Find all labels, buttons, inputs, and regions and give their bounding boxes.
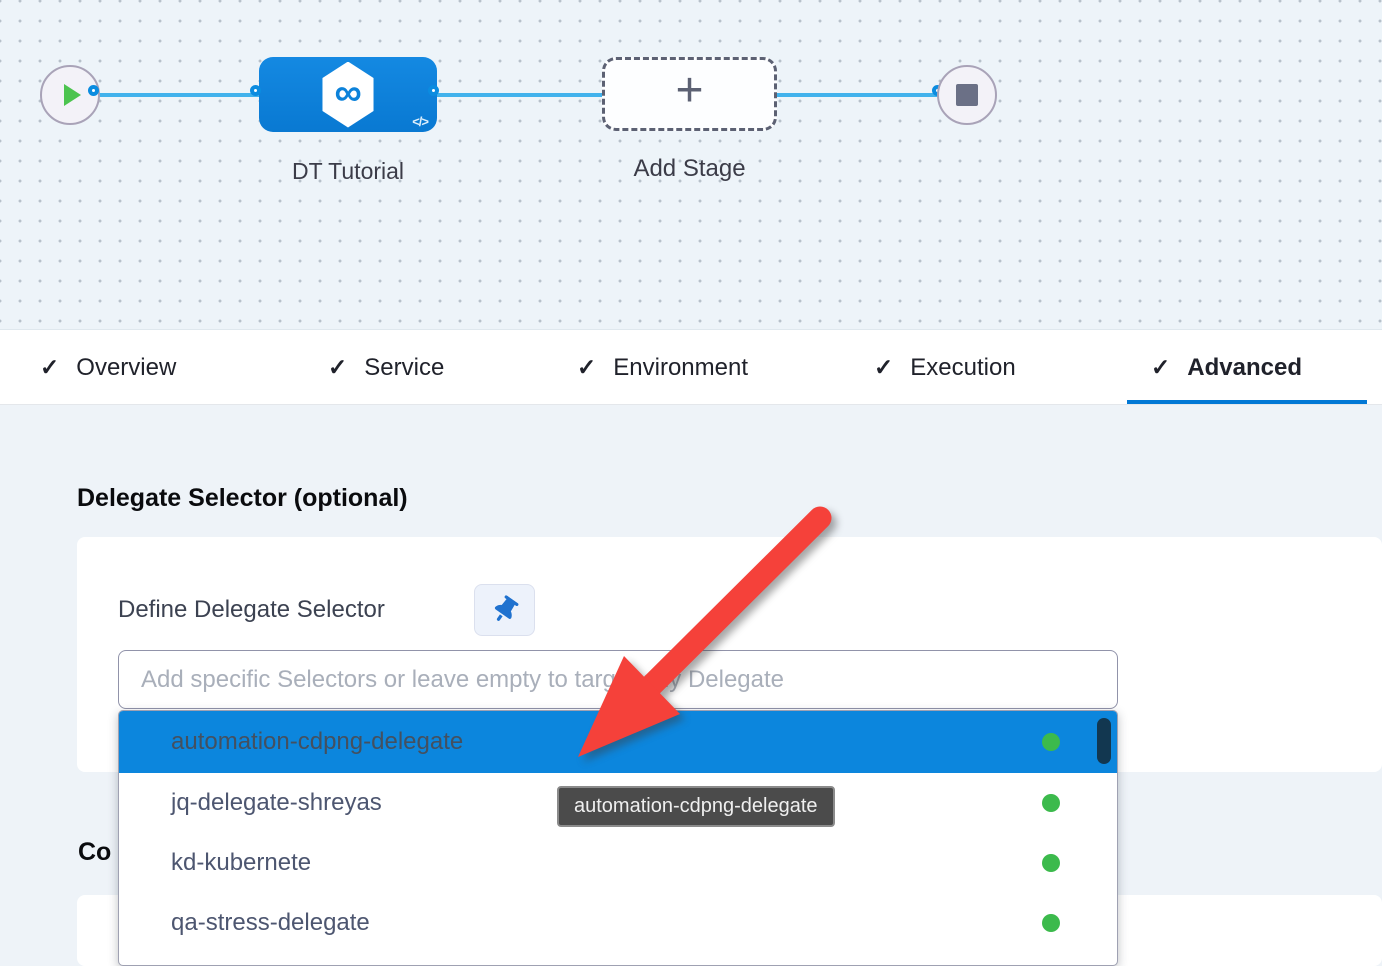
flow-line: [777, 93, 941, 97]
stage-label: DT Tutorial: [291, 158, 405, 184]
delegate-selector-heading: Delegate Selector (optional): [77, 484, 408, 512]
pin-button[interactable]: [474, 584, 535, 636]
flow-line: [97, 93, 260, 97]
tab-label: Service: [364, 353, 445, 381]
plus-icon: +: [675, 64, 704, 117]
tab-environment[interactable]: ✓ Environment: [577, 330, 748, 405]
stop-icon: [956, 84, 978, 106]
tab-label: Execution: [910, 353, 1016, 381]
delegate-option-qa-stress-delegate[interactable]: qa-stress-delegate: [119, 893, 1117, 953]
stage-left-port[interactable]: [250, 85, 261, 96]
delegate-option-jq-delegate-shreyas[interactable]: jq-delegate-shreyas: [119, 773, 1117, 833]
tab-overview[interactable]: ✓ Overview: [40, 330, 176, 405]
start-node-port[interactable]: [88, 85, 99, 96]
check-icon: ✓: [1151, 354, 1171, 380]
delegate-options-menu: automation-cdpng-delegate jq-delegate-sh…: [118, 710, 1118, 966]
harness-stage-icon: ∞: [322, 61, 374, 128]
pipeline-canvas[interactable]: ∞ </> DT Tutorial + Add Stage: [0, 0, 1382, 330]
menu-scrollbar-thumb[interactable]: [1097, 718, 1111, 764]
define-delegate-selector-label: Define Delegate Selector: [118, 596, 385, 623]
stage-node-dt-tutorial[interactable]: ∞ </>: [259, 57, 437, 132]
add-stage-button[interactable]: +: [602, 57, 777, 131]
check-icon: ✓: [577, 354, 597, 380]
tab-advanced[interactable]: ✓ Advanced: [1151, 330, 1302, 405]
pipeline-end-node[interactable]: [937, 65, 997, 125]
status-dot: [1042, 794, 1060, 812]
option-tooltip: automation-cdpng-delegate: [557, 786, 835, 827]
truncated-section-heading: Co: [78, 838, 112, 866]
stage-tabbar: ✓ Overview ✓ Service ✓ Environment ✓ Exe…: [0, 330, 1382, 405]
delegate-selector-input[interactable]: [118, 650, 1118, 709]
tab-service[interactable]: ✓ Service: [328, 330, 444, 405]
check-icon: ✓: [40, 354, 60, 380]
add-stage-label: Add Stage: [633, 155, 746, 182]
stage-right-port[interactable]: [428, 85, 439, 96]
tab-label: Overview: [76, 353, 177, 381]
pin-icon: [494, 595, 518, 621]
check-icon: ✓: [328, 354, 348, 380]
tab-execution[interactable]: ✓ Execution: [874, 330, 1016, 405]
delegate-option-automation-cdpng-delegate[interactable]: automation-cdpng-delegate: [119, 711, 1117, 773]
active-tab-underline: [1127, 400, 1367, 404]
tab-label: Environment: [613, 353, 749, 381]
status-dot: [1042, 854, 1060, 872]
play-icon: [64, 84, 81, 106]
delegate-option-kd-kubernete[interactable]: kd-kubernete: [119, 833, 1117, 893]
tab-label: Advanced: [1187, 353, 1302, 381]
status-dot: [1042, 914, 1060, 932]
flow-line: [437, 93, 602, 97]
code-icon: </>: [412, 114, 429, 129]
status-dot: [1042, 733, 1060, 751]
check-icon: ✓: [874, 354, 894, 380]
advanced-tab-panel: Delegate Selector (optional) Define Dele…: [0, 405, 1382, 966]
